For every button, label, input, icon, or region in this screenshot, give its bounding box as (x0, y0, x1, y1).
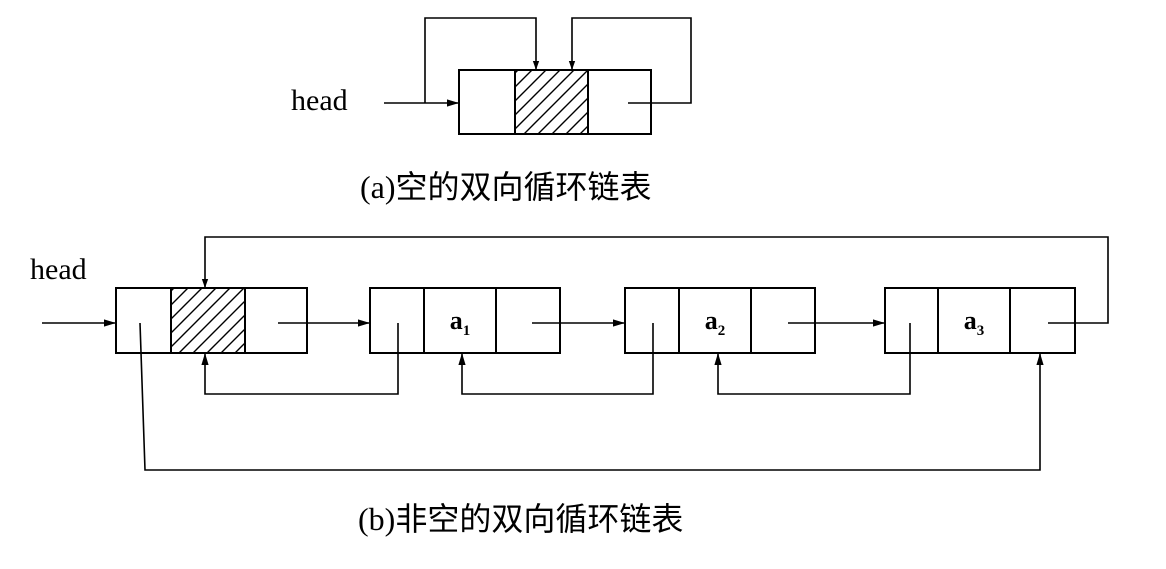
node-a2: a2 (624, 287, 816, 354)
prior-self-loop-arrow (424, 17, 540, 103)
prior-arrow-head-to-a3 (139, 322, 1044, 471)
node-a2-label: a2 (705, 306, 726, 339)
head-node-b (115, 287, 308, 354)
head-label-a: head (291, 84, 348, 117)
node-a3-label: a3 (964, 306, 985, 339)
caption-b: (b)非空的双向循环链表 (358, 501, 683, 537)
next-self-loop-arrow (568, 17, 692, 104)
node-a3: a3 (884, 287, 1076, 354)
node-a1: a1 (369, 287, 561, 354)
node-a1-label: a1 (450, 306, 471, 339)
empty-list-diagram: head (a)空的双向循环链表 (291, 17, 692, 205)
prior-arrow-a3-to-a2 (714, 323, 911, 395)
head-node-a (458, 69, 652, 135)
nonempty-list-diagram: head a1 a2 a3 (30, 236, 1109, 537)
caption-a: (a)空的双向循环链表 (360, 169, 652, 205)
prior-arrow-a2-to-a1 (458, 323, 654, 395)
hatched-data-field-b (171, 289, 245, 352)
hatched-data-field-a (515, 71, 588, 133)
head-label-b: head (30, 253, 87, 286)
next-arrow-a3-to-head (201, 236, 1109, 324)
prior-arrow-a1-to-head (201, 323, 399, 395)
